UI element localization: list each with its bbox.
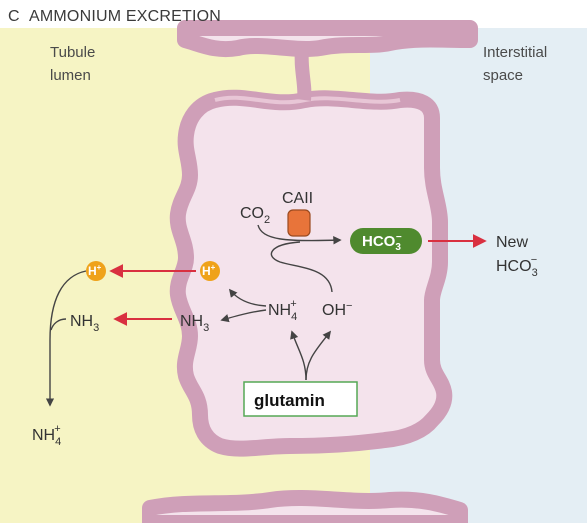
nh4-lumen-label: NH4+ bbox=[32, 423, 61, 448]
carbonic-anhydrase-icon bbox=[287, 209, 311, 237]
oh-to-hco3-path bbox=[270, 241, 333, 293]
glutamin-to-oh-arrow bbox=[305, 330, 332, 381]
lumen-trapping-path bbox=[45, 270, 87, 407]
co2-to-hco3-path bbox=[257, 224, 342, 245]
upper-cell-fragment bbox=[177, 20, 478, 57]
glutamin-box bbox=[243, 381, 358, 417]
interstitial-label-2: space bbox=[483, 67, 523, 84]
tubule-cell bbox=[169, 89, 453, 457]
lumen-label-2: lumen bbox=[50, 67, 91, 84]
nh4-cell-label: NH4+ bbox=[268, 298, 297, 323]
hco3-oval bbox=[350, 228, 422, 254]
hco3-label: HCO3− bbox=[362, 232, 402, 253]
new-hco3-label: HCO3− bbox=[496, 254, 538, 279]
oh-label: OH− bbox=[322, 300, 352, 319]
nh3-lumen-label: NH3 bbox=[70, 313, 99, 334]
h-ion-lumen-icon bbox=[86, 261, 106, 281]
heading-letter: C bbox=[8, 8, 20, 25]
lumen-label: Tubule bbox=[50, 44, 95, 61]
nh4-to-h-arrow bbox=[228, 288, 267, 307]
heading-title: AMMONIUM EXCRETION bbox=[29, 8, 221, 25]
nh4-to-nh3-arrow bbox=[220, 309, 267, 323]
enzyme-label: CAII bbox=[282, 190, 313, 207]
co2-label: CO2 bbox=[240, 205, 270, 226]
new-label: New bbox=[496, 234, 528, 251]
interstitial-label: Interstitial bbox=[483, 44, 547, 61]
h-ion-cell-icon bbox=[200, 261, 220, 281]
h-ion-cell-label: H+ bbox=[202, 263, 216, 278]
nh3-cell-label: NH3 bbox=[180, 313, 209, 334]
tight-junction-top bbox=[294, 47, 312, 101]
nh3-to-trapping-line bbox=[50, 318, 67, 331]
lower-cell-fragment bbox=[142, 490, 468, 523]
glutamin-label: glutamin bbox=[254, 391, 325, 410]
h-ion-lumen-label: H+ bbox=[88, 263, 102, 278]
